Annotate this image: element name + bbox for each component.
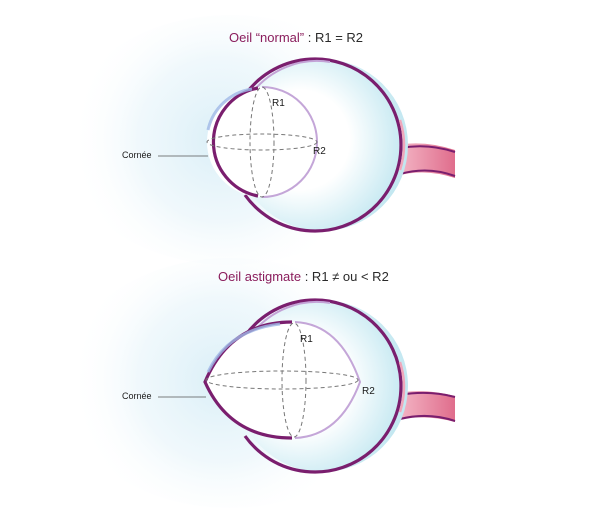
label-r2: R2 bbox=[362, 386, 375, 397]
lens-outline bbox=[294, 321, 362, 439]
normal-eye-title: Oeil “normal” : R1 = R2 bbox=[229, 30, 363, 45]
label-cornea: Cornée bbox=[122, 391, 152, 401]
r2-meridian bbox=[206, 133, 318, 151]
retina-line bbox=[398, 361, 406, 413]
label-r1: R1 bbox=[300, 334, 313, 345]
title-rest: : R1 ≠ ou < R2 bbox=[301, 269, 389, 284]
r1-meridian bbox=[281, 322, 307, 438]
r2-meridian bbox=[205, 370, 359, 390]
title-rest: : R1 = R2 bbox=[304, 30, 364, 45]
cornea-outline bbox=[211, 86, 259, 198]
cornea-highlight bbox=[206, 322, 281, 373]
cornea-highlight bbox=[206, 87, 253, 131]
label-r2: R2 bbox=[313, 146, 326, 157]
title-accent: Oeil astigmate bbox=[218, 269, 302, 284]
retina-line bbox=[398, 119, 406, 171]
label-cornea: Cornée bbox=[122, 150, 152, 160]
sclera-outline bbox=[243, 57, 403, 233]
sclera-outline bbox=[243, 298, 403, 474]
astigmatic-eye-title: Oeil astigmate : R1 ≠ ou < R2 bbox=[218, 269, 389, 284]
r1-meridian bbox=[249, 86, 275, 198]
title-accent: Oeil “normal” bbox=[229, 30, 305, 45]
cornea-sphere bbox=[207, 87, 317, 197]
sclera-inner-line bbox=[251, 59, 331, 94]
astigmatic-eye bbox=[60, 258, 456, 508]
normal-eye bbox=[60, 15, 456, 265]
label-r1: R1 bbox=[272, 98, 285, 109]
optic-nerve bbox=[396, 143, 456, 178]
